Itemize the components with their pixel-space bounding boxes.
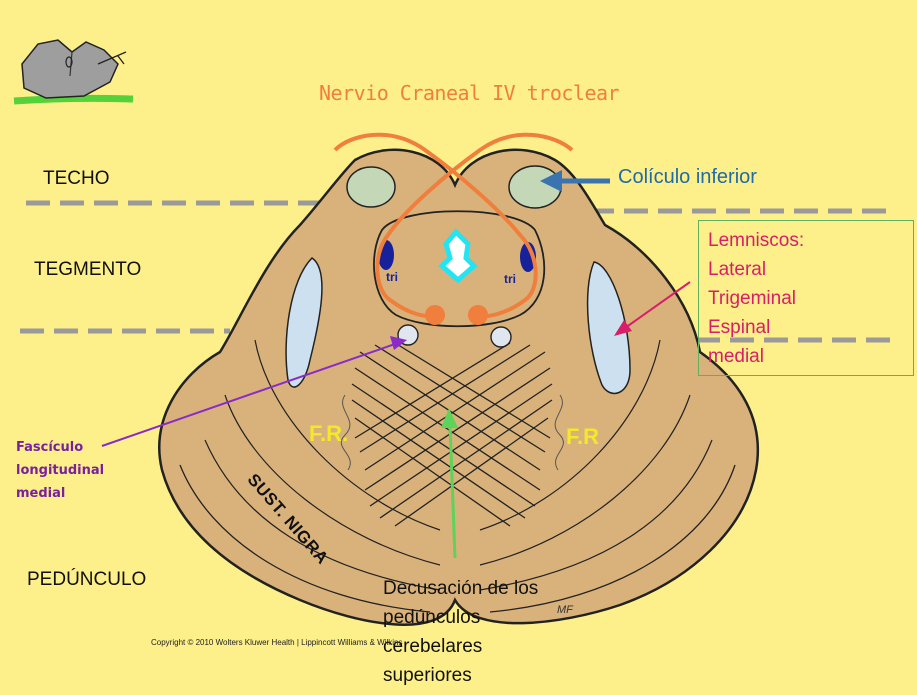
lemniscos-box [698,220,914,376]
copyright-text: Copyright © 2010 Wolters Kluwer Health |… [151,638,403,647]
lemnisco-left [285,257,323,388]
label-tri-left: tri [386,270,398,284]
region-tegmento: TEGMENTO [34,259,142,280]
decusacion-line: superiores [383,665,472,686]
label-coliculo-inferior: Colículo inferior [618,166,757,188]
region-techo: TECHO [43,168,110,189]
acueducto [438,228,478,284]
label-fr-right: F.R [566,424,599,449]
label-lemniscos: Lemniscos: Lateral Trigeminal Espinal me… [708,226,804,371]
lemnisco-right [586,261,631,395]
label-fasciculo-longitudinal: Fascículo longitudinal medial [16,436,104,505]
nucleo-troclear-left [425,305,445,325]
label-tri-right: tri [504,272,516,286]
arrow-lemnisco [614,281,691,336]
decusacion-line: pedúnculos [383,607,481,628]
brain-orientation-icon [13,39,134,105]
arrow-coliculo [540,170,610,192]
midbrain-section [158,148,760,626]
lemnisco-line: Trigeminal [708,288,796,309]
label-decusacion: Decusación de los pedúnculos cerebelares… [383,574,538,690]
coliculo-left [346,166,396,208]
fasciculo-line: medial [16,486,66,501]
arrow-fasciculo [101,336,407,447]
nucleo-troclear-right [468,305,488,325]
lemnisco-line: Lemniscos: [708,230,805,251]
fasciculo-line: longitudinal [16,463,105,478]
fasciculo-line: Fascículo [16,440,84,455]
mlf-right [490,326,512,348]
decusacion-line: cerebelares [383,636,483,657]
artist-signature: MF [557,604,573,616]
lemnisco-line: Lateral [708,259,767,280]
label-fr-left: F.R. [309,421,349,446]
arrow-decusacion [441,408,458,559]
region-pedunculo: PEDÚNCULO [27,569,147,590]
diagram-title: Nervio Craneal IV troclear [319,81,620,105]
decusacion-line: Decusación de los [383,578,539,599]
lemnisco-line: medial [708,346,764,367]
decusacion-hatch [351,342,553,527]
lemnisco-line: Espinal [708,317,771,338]
nervio-troclear [333,132,574,319]
